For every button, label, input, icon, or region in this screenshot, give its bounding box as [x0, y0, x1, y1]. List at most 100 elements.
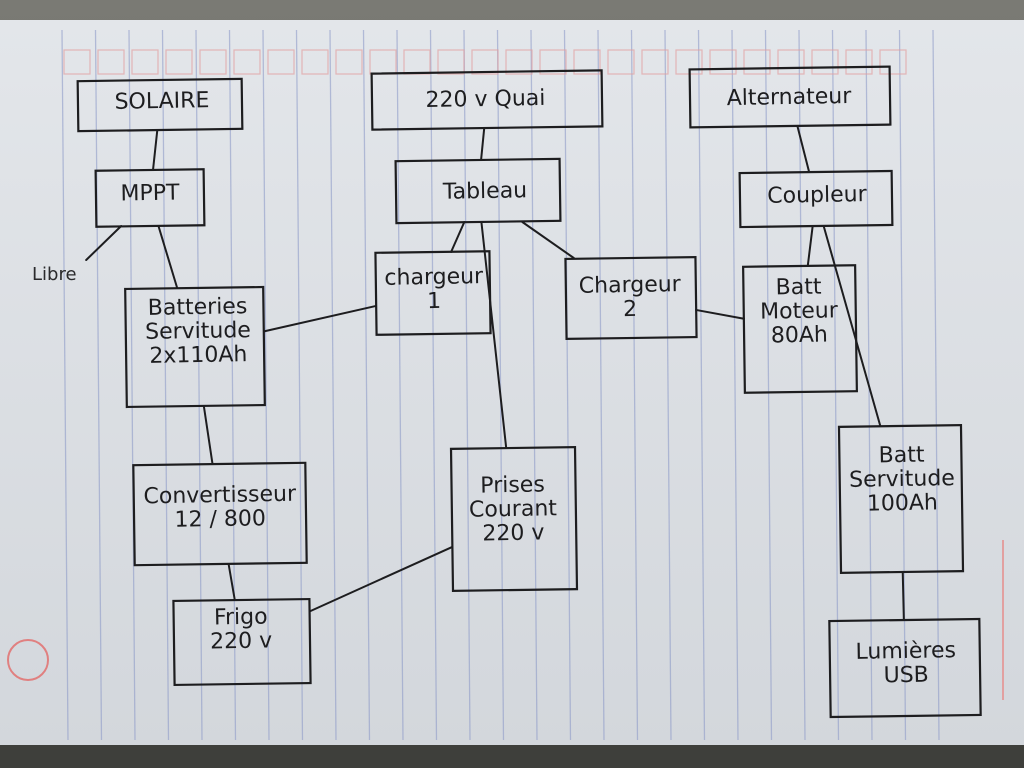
header-square: [403, 49, 431, 75]
rule-line: [563, 29, 572, 741]
edge-batt_servitude_100-lumieres: [901, 571, 905, 621]
header-square: [131, 49, 159, 75]
node-alternateur: Alternateur: [726, 83, 852, 112]
label-libre: Libre: [32, 264, 77, 285]
page-edge-shadow: [0, 745, 1024, 768]
header-square: [607, 49, 635, 75]
edge-convertisseur-frigo: [227, 563, 236, 601]
edge-tableau-chargeur1: [450, 221, 466, 253]
rule-line: [161, 29, 170, 741]
node-prises: Prises Courant 220 v: [468, 472, 558, 547]
rule-line: [798, 29, 806, 741]
rule-line: [731, 29, 739, 741]
rule-line: [597, 29, 605, 741]
rule-line: [932, 29, 940, 741]
header-square: [879, 49, 907, 75]
ruled-lines: [61, 29, 940, 741]
edge-batt_servitude-convertisseur: [202, 405, 214, 465]
rule-line: [496, 29, 505, 741]
header-square: [539, 49, 567, 75]
node-chargeur1: chargeur 1: [384, 264, 484, 315]
rule-line: [262, 29, 270, 741]
box-alternateur: [688, 65, 892, 129]
header-square: [471, 49, 499, 75]
header-square: [301, 49, 329, 75]
rule-line: [329, 29, 337, 741]
box-tableau: [394, 157, 562, 225]
rule-line: [630, 29, 639, 741]
rule-line: [530, 29, 538, 741]
node-batt-servitude-100: Batt Servitude 100Ah: [848, 442, 956, 517]
box-batt_servitude: [124, 285, 266, 409]
node-coupleur: Coupleur: [767, 182, 867, 209]
box-chargeur2: [564, 255, 698, 341]
rule-line: [128, 29, 136, 741]
box-mppt: [94, 168, 206, 228]
header-square: [845, 49, 873, 75]
rule-line: [61, 29, 69, 741]
box-batt_servitude_100: [837, 424, 965, 574]
rule-line: [195, 29, 203, 741]
rule-line: [831, 29, 840, 741]
header-square: [641, 49, 669, 75]
header-square: [437, 49, 465, 75]
node-mppt: MPPT: [120, 180, 180, 207]
rule-line: [463, 29, 471, 741]
rule-line: [898, 29, 907, 741]
node-solaire: SOLAIRE: [114, 88, 210, 115]
edge-tableau-chargeur2: [521, 221, 575, 259]
node-chargeur2: Chargeur 2: [578, 272, 681, 323]
diagram-edges: [85, 125, 905, 621]
rule-line: [429, 29, 438, 741]
rule-line: [362, 29, 371, 741]
header-square: [199, 49, 227, 75]
edge-prises-frigo: [309, 546, 453, 613]
header-square: [165, 49, 193, 75]
rule-line: [764, 29, 773, 741]
box-chargeur1: [374, 250, 492, 336]
rule-line: [228, 29, 237, 741]
header-square: [777, 49, 805, 75]
box-solaire: [76, 77, 244, 133]
edge-tableau-prises: [480, 221, 508, 449]
header-square: [811, 49, 839, 75]
node-frigo: Frigo 220 v: [209, 604, 273, 655]
box-frigo: [172, 597, 312, 687]
header-square: [505, 49, 533, 75]
edge-alternateur-coupleur: [796, 125, 811, 173]
edge-coupleur-batt_servitude_100: [822, 225, 882, 427]
header-square: [63, 49, 91, 75]
header-squares: [63, 49, 907, 75]
header-square: [335, 49, 363, 75]
edge-chargeur1-batt_servitude: [263, 304, 377, 333]
edge-solaire-mppt: [152, 129, 159, 171]
box-quai: [370, 69, 604, 131]
box-convertisseur: [132, 461, 308, 567]
node-tableau: Tableau: [442, 178, 528, 205]
rule-line: [697, 29, 706, 741]
header-square: [743, 49, 771, 75]
header-square: [233, 49, 261, 75]
box-coupleur: [738, 169, 894, 229]
header-square: [369, 49, 397, 75]
edge-mppt-libre: [85, 225, 123, 261]
rule-line: [664, 29, 672, 741]
edge-coupleur-batt_moteur: [806, 225, 814, 267]
rule-line: [396, 29, 404, 741]
header-square: [267, 49, 295, 75]
sidi-stamp: [7, 639, 49, 681]
header-square: [573, 49, 601, 75]
box-prises: [449, 446, 579, 592]
diagram-boxes: [76, 65, 982, 719]
rule-line: [295, 29, 304, 741]
header-square: [709, 49, 737, 75]
edge-quai-tableau: [480, 127, 486, 161]
notebook-page: [0, 20, 1024, 745]
edge-chargeur2-batt_moteur: [695, 308, 745, 320]
node-batt-moteur: Batt Moteur 80Ah: [759, 274, 838, 349]
node-quai: 220 v Quai: [425, 85, 546, 114]
edge-mppt-batt_servitude: [157, 225, 179, 289]
box-lumieres: [828, 617, 982, 719]
node-convertisseur: Convertisseur 12 / 800: [143, 481, 297, 533]
